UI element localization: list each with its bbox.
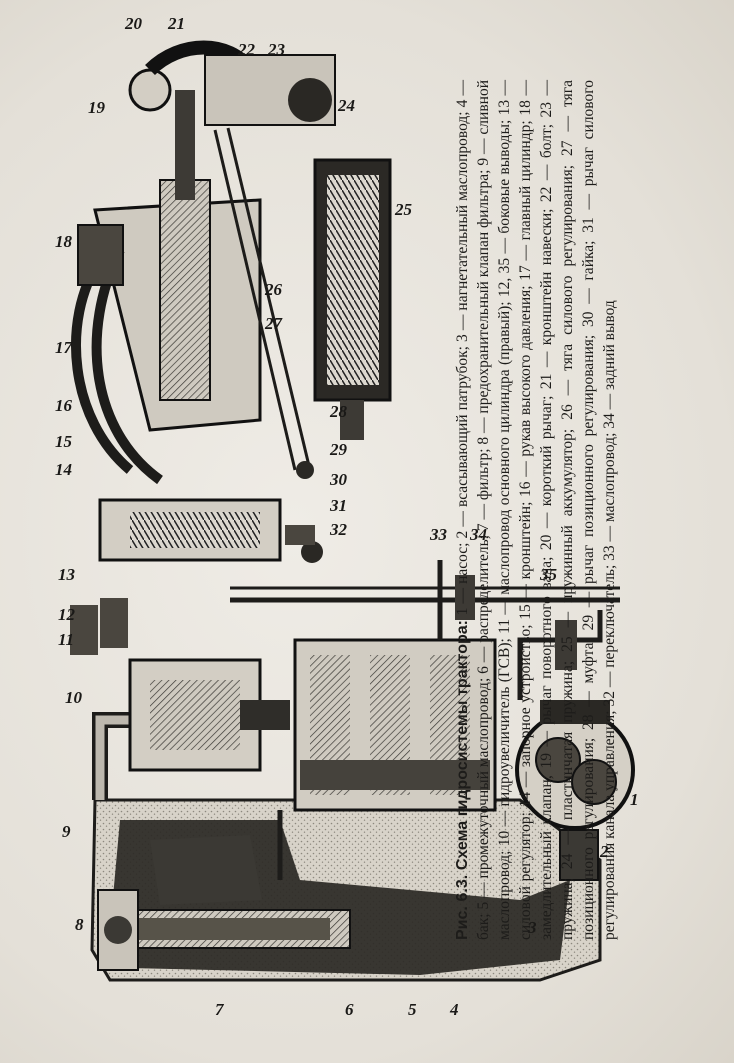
figure-title: Рис. 6.3. Схема гидросистемы трактора:: [454, 615, 471, 940]
side-outlets-12: [70, 598, 128, 655]
callout-35: 35: [540, 565, 557, 584]
rear-outlet-34: [455, 575, 475, 620]
filter-7: [109, 909, 351, 949]
callout-16: 16: [55, 396, 72, 415]
callout-25: 25: [395, 200, 412, 219]
side-outlet-35: [555, 620, 577, 670]
callout-4: 4: [450, 1000, 459, 1019]
callout-5: 5: [408, 1000, 417, 1019]
callout-27: 27: [265, 314, 282, 333]
callout-11: 11: [58, 630, 75, 649]
callout-24: 24: [338, 96, 355, 115]
suction-pipe-2: [559, 829, 599, 881]
main-cylinder-17: [93, 90, 262, 432]
power-regulator-13: [98, 498, 282, 562]
callout-1: 1: [630, 790, 639, 809]
callout-2: 2: [600, 842, 609, 861]
callout-9: 9: [62, 822, 71, 841]
callout-14: 14: [55, 460, 72, 479]
hydraulic-booster-10: [128, 658, 290, 772]
callout-34: 34: [470, 525, 487, 544]
callout-17: 17: [55, 338, 72, 357]
callout-33: 33: [430, 525, 447, 544]
callout-30: 30: [330, 470, 347, 489]
rockshaft-assembly: [128, 40, 336, 126]
callout-19: 19: [88, 98, 105, 117]
figure-caption-area: Рис. 6.3. Схема гидросистемы трактора: 1…: [452, 80, 722, 940]
callout-10: 10: [65, 688, 82, 707]
callout-28: 28: [330, 402, 347, 421]
callout-6: 6: [345, 1000, 354, 1019]
callout-31: 31: [330, 496, 347, 515]
callout-18: 18: [55, 232, 72, 251]
callout-3: 3: [528, 918, 537, 937]
control-rods-26-27: [213, 127, 312, 471]
pump-1: [515, 700, 635, 830]
distributor-6: [293, 638, 497, 812]
callout-13: 13: [58, 565, 75, 584]
callout-32: 32: [330, 520, 347, 539]
callout-22: 22: [238, 40, 255, 59]
callout-12: 12: [58, 605, 75, 624]
callout-23: 23: [268, 40, 285, 59]
control-levers-28-32: [285, 461, 323, 563]
callout-26: 26: [265, 280, 282, 299]
filter-safety-valve-8: [97, 889, 139, 971]
spring-accumulator-25: [313, 158, 392, 440]
callout-15: 15: [55, 432, 72, 451]
callout-21: 21: [168, 14, 185, 33]
callout-29: 29: [330, 440, 347, 459]
callout-20: 20: [125, 14, 142, 33]
callout-8: 8: [75, 915, 84, 934]
callout-7: 7: [215, 1000, 224, 1019]
slowdown-valve-18: [77, 224, 124, 286]
figure-legend: 1 — насос; 2 — всасывающий патрубок; 3 —…: [454, 80, 618, 940]
figure-caption: Рис. 6.3. Схема гидросистемы трактора: 1…: [452, 80, 722, 940]
